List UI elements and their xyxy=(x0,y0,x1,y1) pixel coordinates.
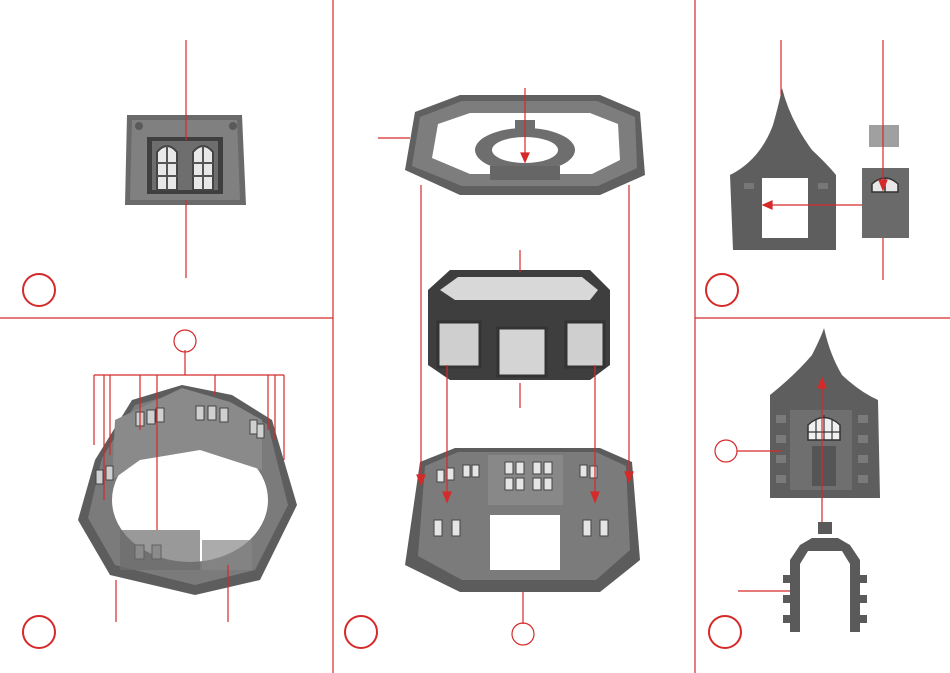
step-number-circle xyxy=(22,615,56,649)
step-number-circle xyxy=(708,615,742,649)
octagon-base-lower-icon xyxy=(405,448,640,592)
tower-wall-icon xyxy=(730,88,836,250)
door-frame-part-icon xyxy=(783,522,867,632)
octagon-base-icon xyxy=(78,385,297,595)
step-number-circle xyxy=(22,273,56,307)
octagon-frame-icon xyxy=(428,270,610,380)
step-number-circle xyxy=(344,615,378,649)
step-number-circle xyxy=(705,273,739,307)
gable-part-icon xyxy=(770,328,880,498)
